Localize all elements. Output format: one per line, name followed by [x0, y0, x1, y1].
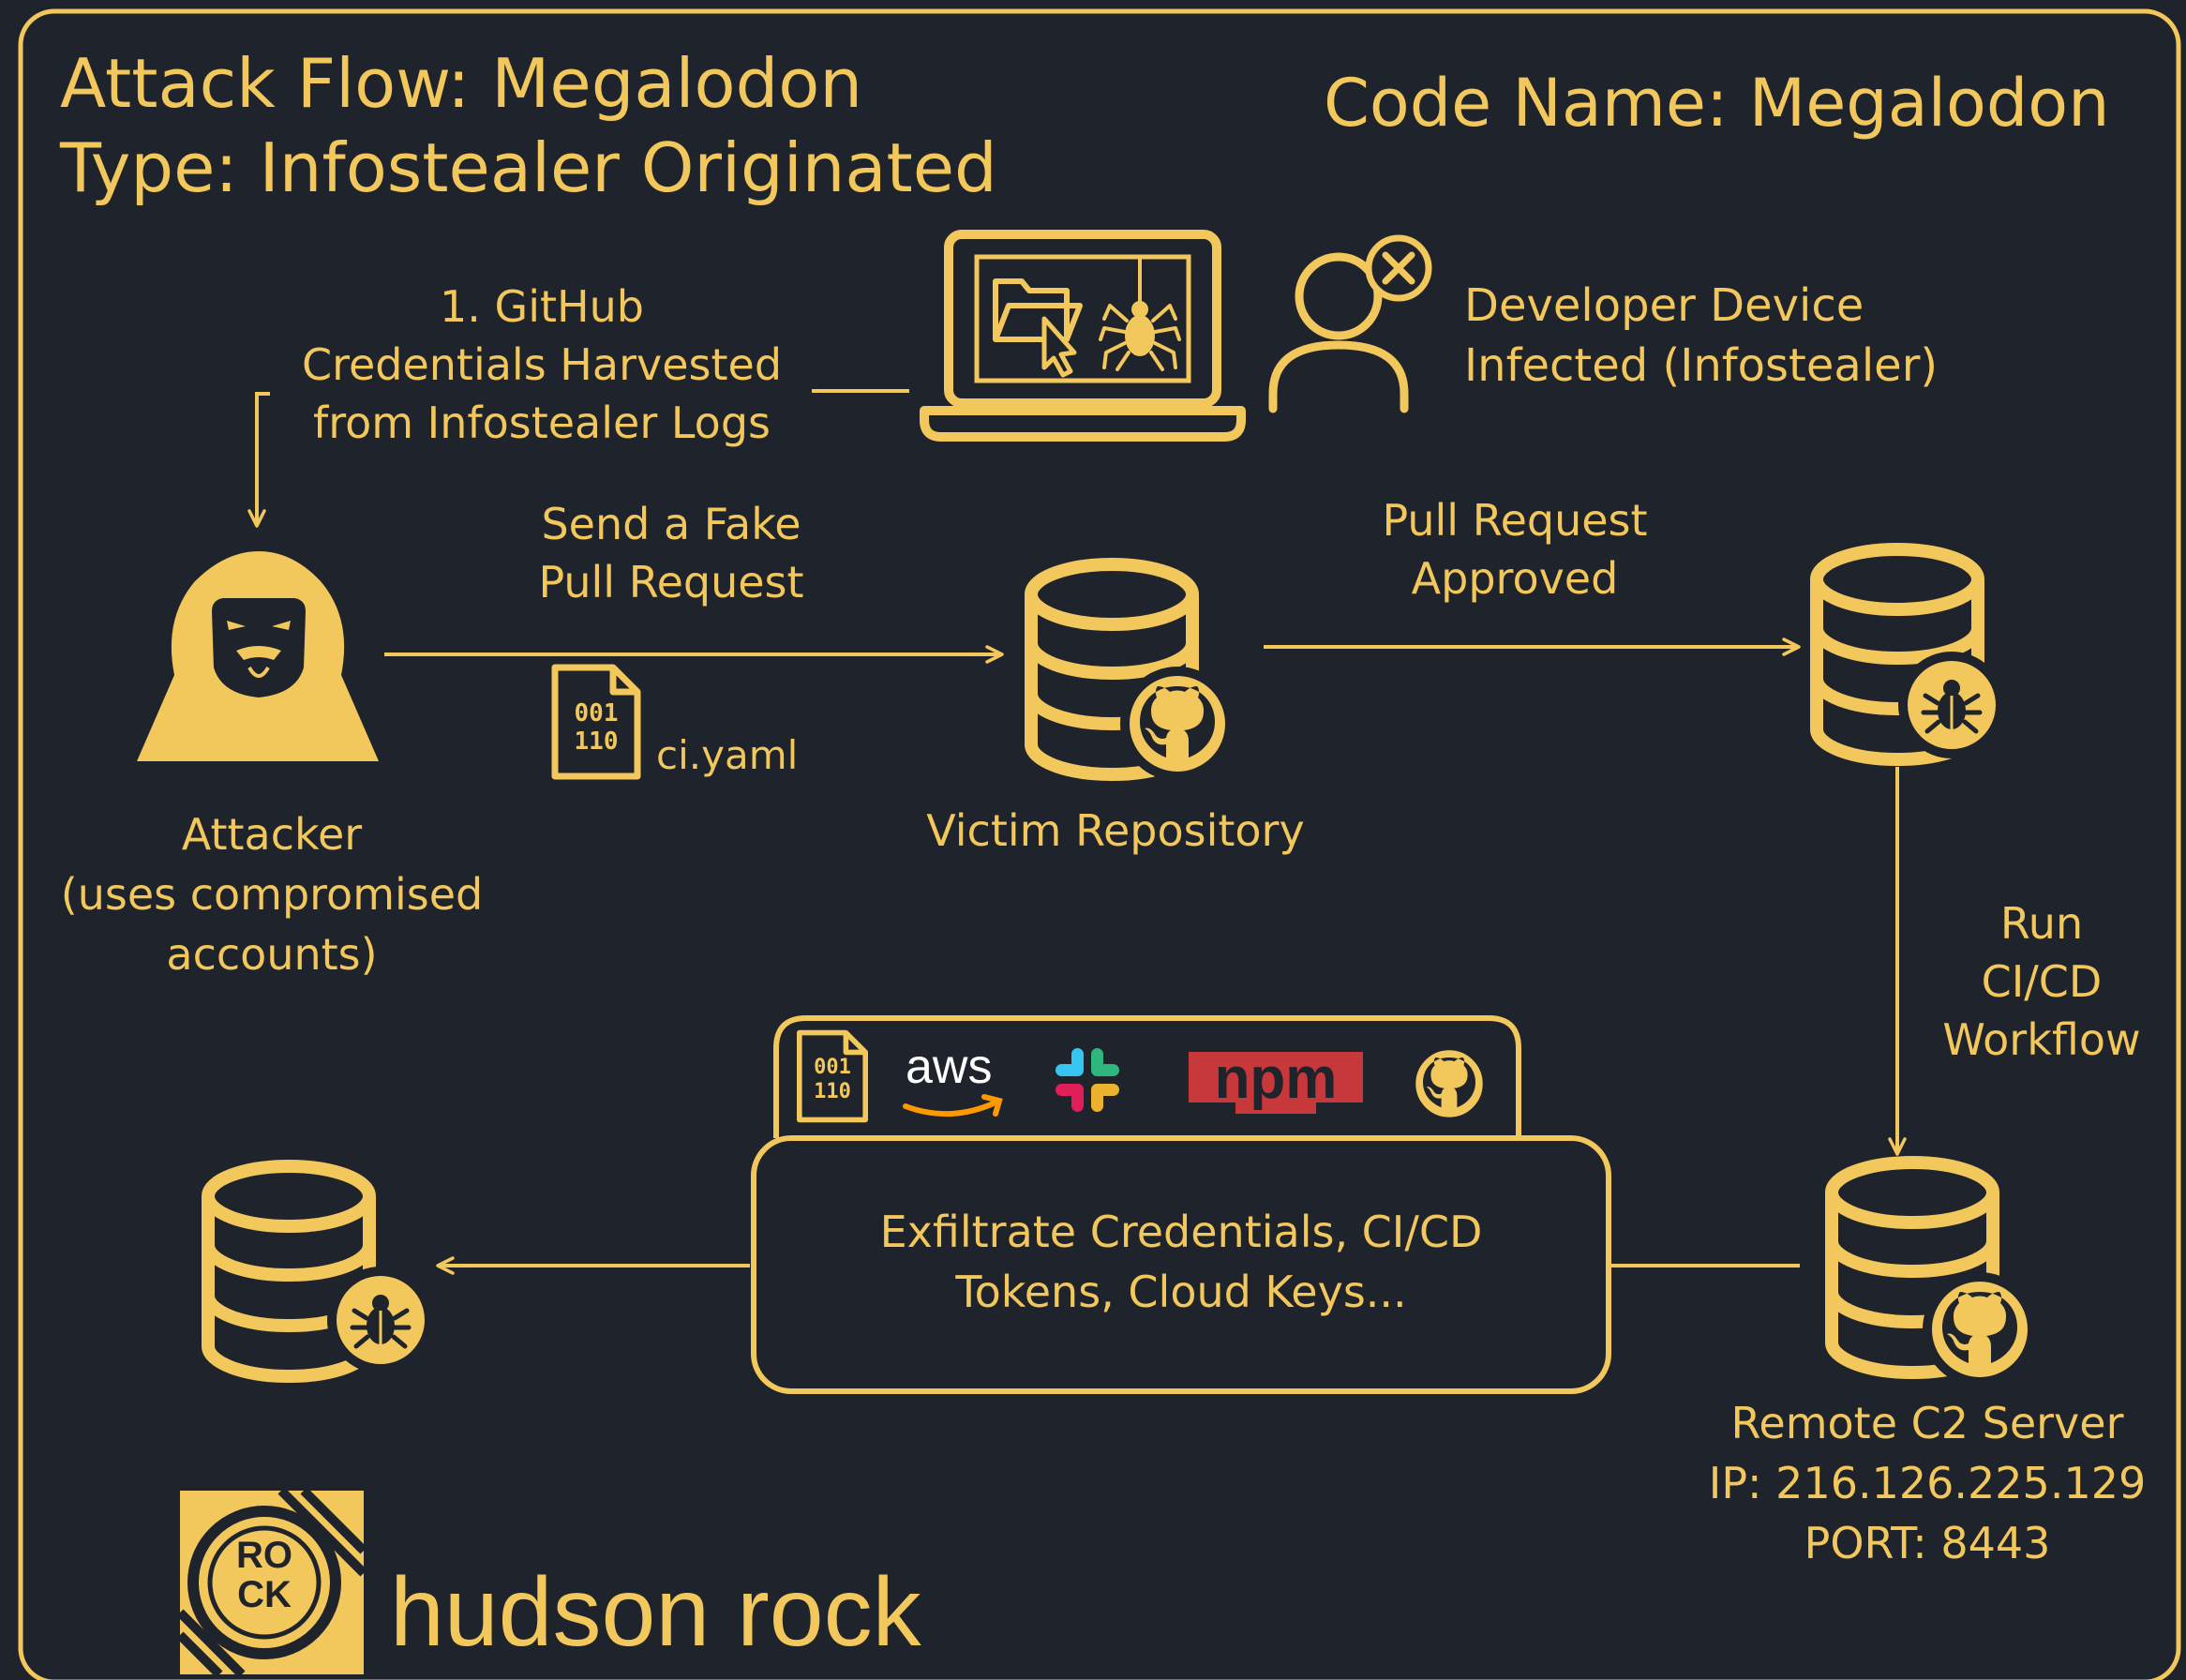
infected-user-icon — [1268, 234, 1432, 413]
ci-yaml-file-bits: 001 110 — [562, 699, 630, 756]
services-file-bits: 001 110 — [802, 1056, 862, 1104]
folder-icon — [993, 278, 1083, 342]
services-bits-top: 001 — [814, 1056, 851, 1079]
fake-pr-line-1: Send a Fake — [541, 499, 801, 549]
developer-device-label: Developer Device Infected (Infostealer) — [1464, 276, 1938, 396]
code-name: Code Name: Megalodon — [1324, 65, 2110, 142]
spider-icon — [1099, 259, 1181, 371]
attacker-label: Attacker (uses compromised accounts) — [37, 804, 506, 984]
rock-logo-icon — [176, 1487, 367, 1678]
fake-pr-label: Send a Fake Pull Request — [484, 495, 859, 611]
aws-logo-text: aws — [906, 1040, 993, 1094]
attacker-line-1: Attacker — [181, 809, 363, 860]
rock-logo-line-2: CK — [237, 1574, 292, 1615]
exfiltrate-label: Exfiltrate Credentials, CI/CD Tokens, Cl… — [754, 1202, 1609, 1322]
remote-c2-db-icon — [1832, 1162, 2032, 1382]
compromised-repo-db-icon — [1817, 549, 2000, 759]
remote-c2-label: Remote C2 Server IP: 216.126.225.129 POR… — [1674, 1393, 2180, 1573]
aws-smile-icon — [903, 1094, 1003, 1118]
run-cicd-line-1: Run — [1999, 898, 2084, 949]
step1-label: 1. GitHub Credentials Harvested from Inf… — [285, 278, 799, 452]
slack-icon — [1056, 1048, 1119, 1112]
attacker-line-3: accounts) — [166, 929, 378, 980]
npm-logo-icon — [1189, 1052, 1363, 1114]
pr-approved-label: Pull Request Approved — [1325, 491, 1704, 608]
services-bits-bottom: 110 — [814, 1080, 851, 1103]
pr-approved-line-2: Approved — [1411, 553, 1619, 604]
step1-line-2: Credentials Harvested — [301, 339, 783, 390]
outer-frame — [18, 8, 2181, 1680]
rock-logo-line-1: RO — [236, 1535, 292, 1576]
title-line-2: Type: Infostealer Originated — [60, 128, 997, 207]
infected-laptop-icon — [920, 230, 1246, 442]
harvest-to-attacker-arrow — [247, 392, 270, 528]
exfiltrate-box — [751, 1135, 1611, 1394]
step1-line-3: from Infostealer Logs — [313, 398, 771, 448]
fake-pr-line-2: Pull Request — [538, 557, 804, 608]
file-bits-top: 001 — [574, 699, 619, 728]
ci-yaml-filename: ci.yaml — [656, 732, 799, 778]
victim-repository-label: Victim Repository — [926, 805, 1305, 856]
file-bits-bottom: 110 — [574, 728, 619, 756]
pr-approved-line-1: Pull Request — [1382, 495, 1648, 546]
victim-repository-db-icon — [1031, 564, 1230, 776]
run-cicd-label: Run CI/CD Workflow — [1929, 894, 2154, 1069]
attacker-db-icon — [208, 1166, 429, 1376]
c2-ip: IP: 216.126.225.129 — [1708, 1458, 2147, 1508]
run-cicd-line-2: CI/CD — [1981, 956, 2103, 1007]
hacker-icon — [137, 551, 379, 761]
cursor-icon — [1041, 316, 1077, 378]
services-tab — [773, 1015, 1521, 1138]
developer-line-1: Developer Device — [1464, 279, 1864, 332]
attacker-line-2: (uses compromised — [60, 869, 484, 920]
developer-line-2: Infected (Infostealer) — [1464, 339, 1939, 392]
title-line-1: Attack Flow: Megalodon — [60, 44, 862, 123]
rock-logo-text: RO CK — [217, 1536, 311, 1614]
exfiltrate-line-2: Tokens, Cloud Keys... — [955, 1267, 1407, 1317]
exfiltrate-line-1: Exfiltrate Credentials, CI/CD — [879, 1207, 1483, 1257]
brand-name: hudson rock — [390, 1558, 921, 1667]
github-icon — [1413, 1047, 1486, 1120]
run-cicd-line-3: Workflow — [1942, 1014, 2141, 1065]
npm-logo-text: npm — [1214, 1046, 1338, 1111]
step1-line-1: 1. GitHub — [440, 281, 644, 332]
c2-label: Remote C2 Server — [1730, 1398, 2124, 1448]
diagram-title: Attack Flow: Megalodon Type: Infostealer… — [60, 41, 997, 210]
c2-port: PORT: 8443 — [1804, 1518, 2051, 1568]
